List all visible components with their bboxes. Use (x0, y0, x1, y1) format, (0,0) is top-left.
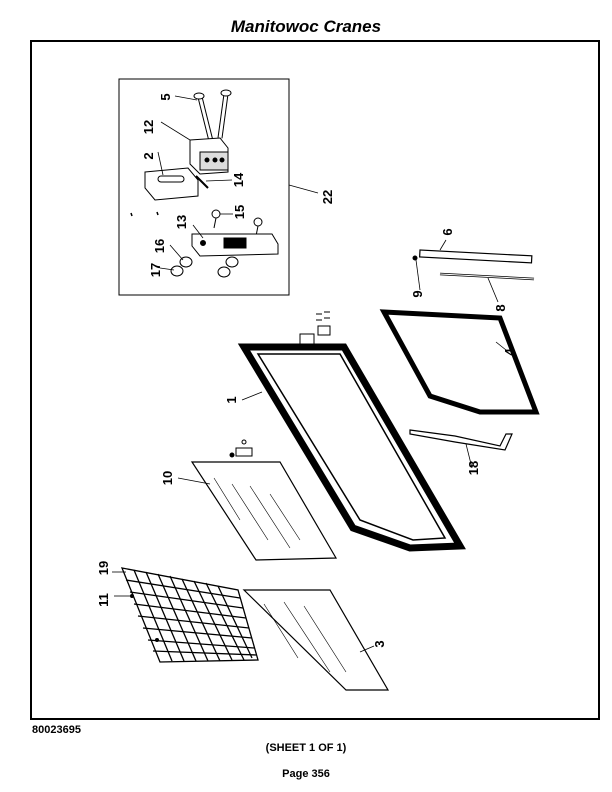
leader-lines (112, 95, 507, 653)
small-screws-illustration (316, 311, 330, 321)
callout-18: 19 (96, 561, 111, 575)
hinge-block-illustration (189, 137, 229, 175)
callout-14: 15 (232, 205, 247, 219)
seal-illustration (379, 309, 540, 415)
callout-8: 9 (410, 290, 425, 297)
channel-illustration (409, 429, 513, 451)
callout-22: 22 (320, 190, 335, 204)
callout-13: 14 (231, 172, 246, 187)
callout-2: 2 (141, 152, 156, 159)
callout-9: 3 (372, 640, 387, 647)
hinge-plate-illustration (144, 167, 199, 201)
spring-illustration (195, 175, 209, 189)
hardware-detail-box (118, 78, 290, 296)
callout-16: 17 (148, 263, 163, 277)
drawing-frame (30, 40, 600, 720)
latch-illustration (229, 439, 253, 458)
knob-illustration (170, 256, 239, 278)
sheet-label: (SHEET 1 OF 1) (265, 742, 347, 754)
glass-pane-upper-illustration (190, 461, 338, 561)
rail-illustration (412, 249, 535, 281)
bracket-illustration (191, 233, 279, 257)
glass-pane-lower-illustration (242, 589, 390, 691)
pin-illustration (130, 212, 133, 217)
callout-11: 12 (141, 120, 156, 134)
callout-12: 13 (174, 215, 189, 229)
callout-10: 10 (160, 471, 175, 485)
callout-4: 4 (502, 348, 517, 356)
callout-6: 8 (493, 304, 508, 311)
callout-17: 18 (466, 461, 481, 475)
wire-grid-illustration (120, 567, 259, 663)
callout-5: 6 (440, 228, 455, 235)
pin-illustration (156, 211, 159, 216)
part-number: 80023695 (32, 724, 81, 736)
callout-3: 5 (158, 93, 173, 100)
page-number: Page 356 (282, 768, 330, 780)
callout-1: 1 (224, 396, 239, 403)
page-title: Manitowoc Cranes (230, 17, 382, 36)
bolt-illustration (193, 89, 232, 146)
callout-19: 11 (96, 593, 111, 607)
callout-15: 16 (152, 239, 167, 253)
window-frame-illustration (237, 325, 466, 552)
